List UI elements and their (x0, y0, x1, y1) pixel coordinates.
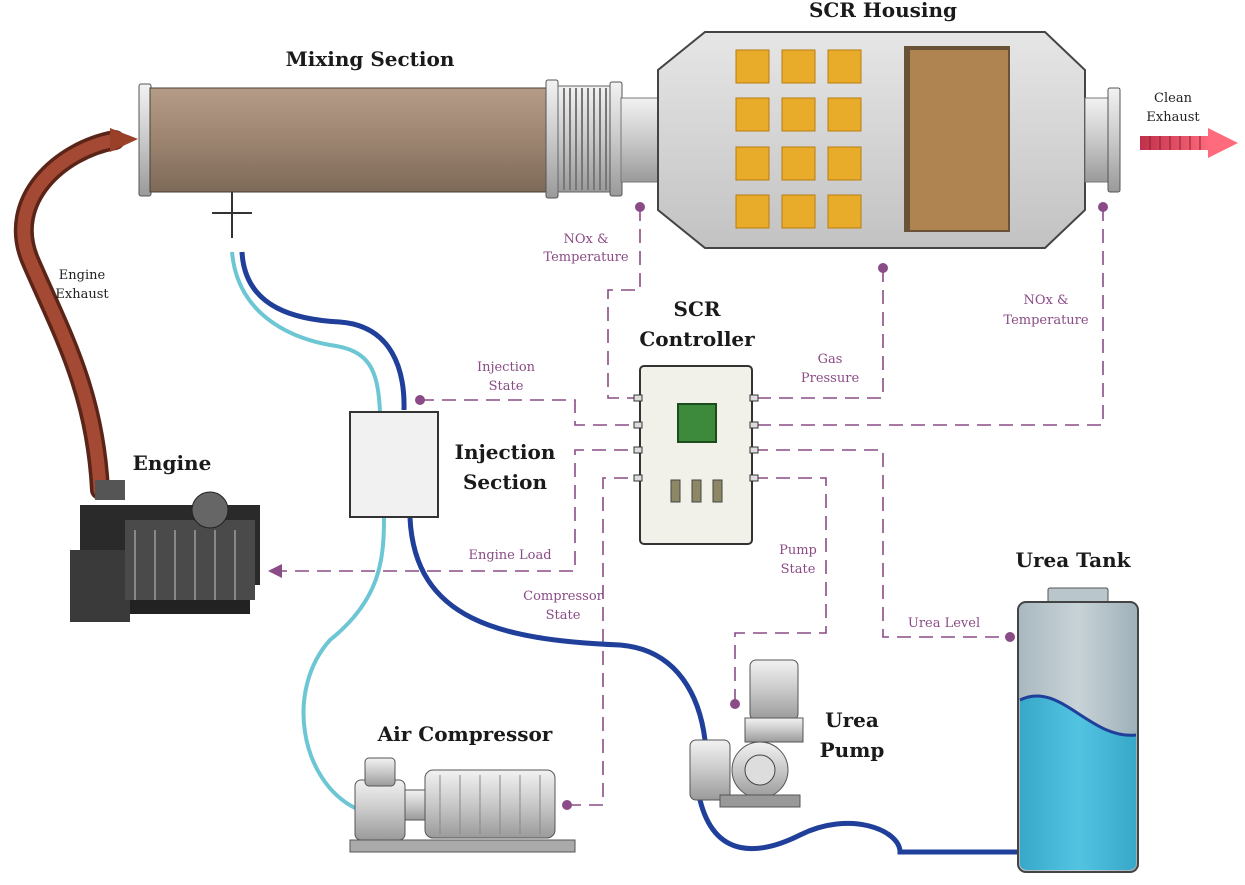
signal-label-compressor-state-line1: Compressor (523, 589, 603, 604)
signal-engine-load (273, 449, 638, 572)
signal-label-injection-state-line1: Injection (477, 360, 536, 375)
engine-title: Engine (133, 451, 212, 475)
injector-nozzle (212, 192, 252, 238)
air-line-to-injector (230, 251, 382, 413)
scr-housing-body (657, 31, 1086, 249)
urea-pump-title-line2: Pump (820, 738, 885, 762)
engine-exhaust-label-line1: Engine (59, 268, 106, 283)
signal-pump-state (734, 477, 827, 700)
signal-nox-right (754, 207, 1104, 426)
scr-controller-title-line1: SCR (674, 297, 721, 321)
engine-load-arrow-icon (268, 564, 282, 578)
scr-controller-title-line2: Controller (639, 327, 755, 351)
controller-ports (633, 394, 759, 482)
injection-section-title-line2: Section (463, 470, 548, 494)
signal-label-pump-state-line1: Pump (779, 543, 817, 558)
scr-outlet-pipe (1084, 97, 1112, 183)
injection-section-title-line1: Injection (455, 440, 556, 464)
filter-block (910, 50, 1008, 230)
signal-label-nox-right-line2: Temperature (1003, 313, 1088, 328)
engine-exhaust-label-line2: Exhaust (55, 287, 109, 302)
mixing-flange-left (138, 83, 152, 197)
urea-liquid (1020, 695, 1136, 870)
air-compressor-title: Air Compressor (377, 722, 553, 746)
scr-controller-box (639, 365, 753, 545)
air-compressor-illustration (349, 757, 576, 853)
mixing-flange-right (545, 79, 559, 199)
signal-label-nox-left-line1: NOx & (563, 232, 608, 247)
bellows-joint (557, 85, 611, 193)
scr-housing-title: SCR Housing (809, 0, 957, 22)
clean-exhaust-label-line1: Clean (1154, 91, 1193, 106)
signal-label-nox-right-line1: NOx & (1023, 293, 1068, 308)
bellows-flange (609, 81, 623, 197)
signal-label-pump-state-line2: State (781, 562, 816, 577)
urea-pump-illustration (689, 659, 804, 808)
signal-label-injection-state-line2: State (489, 379, 524, 394)
urea-pump-title-line1: Urea (825, 708, 879, 732)
air-line-from-compressor (301, 517, 386, 810)
signal-label-urea-level: Urea Level (908, 616, 980, 631)
clean-exhaust-arrow-icon (1140, 128, 1238, 158)
urea-line-from-tank (697, 799, 1020, 855)
urea-tank (1017, 587, 1139, 873)
mixing-pipe (149, 87, 549, 193)
scr-outlet-flange (1107, 87, 1121, 193)
signal-label-gas-pressure-line1: Gas (818, 352, 843, 367)
scr-inlet-pipe (620, 97, 662, 183)
engine-exhaust-hose-highlight (17, 133, 122, 497)
controller-display (677, 403, 717, 443)
signal-compressor-state (567, 477, 638, 806)
signal-endpoints (415, 202, 1108, 810)
mixing-section-title: Mixing Section (286, 47, 455, 71)
signal-lines (273, 207, 1104, 806)
signal-label-engine-load: Engine Load (468, 548, 551, 563)
clean-exhaust-label-line2: Exhaust (1146, 110, 1200, 125)
signal-label-gas-pressure-line2: Pressure (801, 371, 860, 386)
catalyst-blocks (735, 49, 862, 229)
signal-injection-state (420, 399, 638, 426)
controller-indicators (670, 479, 723, 503)
urea-line-to-injector (239, 251, 407, 411)
signal-label-nox-left-line2: Temperature (543, 250, 628, 265)
urea-line-from-pump (407, 517, 708, 741)
engine-exhaust-arrow-icon (110, 128, 138, 152)
signal-label-compressor-state-line2: State (546, 608, 581, 623)
urea-tank-title: Urea Tank (1016, 548, 1132, 572)
injection-section-box (349, 411, 439, 518)
engine-illustration (70, 480, 260, 622)
signal-nox-left (607, 207, 641, 399)
signal-urea-level (754, 449, 1010, 638)
